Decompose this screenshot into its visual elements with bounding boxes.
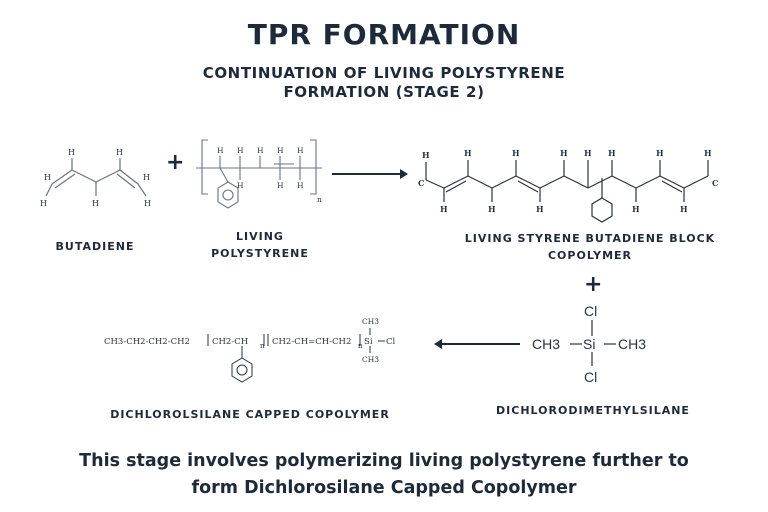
label-dichlorodimethylsilane: DICHLORODIMETHYLSILANE (496, 404, 690, 417)
formula-si: Si (364, 337, 373, 347)
h-atom: H (422, 150, 430, 160)
silane-cl-top: Cl (584, 303, 597, 319)
repeat-subscript: n (317, 195, 322, 204)
h-atom: H (297, 146, 304, 155)
formula-methyl-bottom: CH3 (362, 355, 379, 364)
page-title: TPR FORMATION (247, 18, 521, 51)
subtitle-line-2: FORMATION (STAGE 2) (283, 83, 485, 101)
label-block-copolymer-line-1: LIVING STYRENE BUTADIENE BLOCK (464, 232, 716, 245)
formula-styrene-unit: CH2-CH (212, 337, 248, 347)
label-block-copolymer: LIVING STYRENE BUTADIENE BLOCK COPOLYMER (440, 230, 740, 264)
h-atom: H (237, 181, 244, 190)
h-atom: H (488, 204, 496, 214)
h-atom: H (40, 199, 47, 208)
reaction-arrow-left (434, 339, 520, 349)
h-atom: H (144, 199, 151, 208)
h-atom: H (237, 146, 244, 155)
reaction-arrow-right (332, 169, 408, 179)
plus-sign: + (166, 150, 185, 175)
h-atom: H (143, 173, 150, 182)
block-copolymer-structure: H H H H H H H H H H H H H C C (418, 148, 718, 223)
formula-methyl-top: CH3 (362, 317, 379, 326)
h-atom: H (297, 181, 304, 190)
footer-line-1: This stage involves polymerizing living … (79, 451, 689, 471)
h-atom: H (464, 148, 472, 158)
h-atom: H (217, 146, 224, 155)
h-atom: H (277, 181, 284, 190)
label-living-polystyrene-line-2: POLYSTYRENE (211, 247, 309, 260)
h-atom: H (536, 204, 544, 214)
h-atom: H (44, 173, 51, 182)
label-living-polystyrene: LIVING POLYSTYRENE (190, 228, 330, 262)
butadiene-structure: H H H H H H H (40, 148, 151, 208)
subtitle-line-1: CONTINUATION OF LIVING POLYSTYRENE (202, 64, 566, 82)
h-atom: H (277, 146, 284, 155)
page-subtitle: CONTINUATION OF LIVING POLYSTYRENE FORMA… (0, 64, 768, 102)
formula-chain-start: CH3-CH2-CH2-CH2 (104, 337, 190, 347)
h-atom: H (92, 199, 99, 208)
h-atom: H (257, 146, 264, 155)
h-atom: H (584, 148, 592, 158)
formula-butadiene-unit: CH2-CH=CH-CH2 (272, 337, 351, 347)
h-atom: H (704, 148, 712, 158)
h-atom: H (560, 148, 568, 158)
h-atom: H (608, 148, 616, 158)
h-atom: H (632, 204, 640, 214)
living-polystyrene-structure: H H H H H H H H n (196, 139, 322, 209)
h-atom: H (68, 148, 75, 157)
silane-left-methyl: CH3 (532, 336, 560, 352)
formula-cl: Cl (386, 337, 396, 347)
c-atom: C (418, 178, 424, 188)
plus-sign: + (584, 272, 603, 297)
silane-si: Si (583, 336, 595, 352)
dichlorodimethylsilane-structure: Cl Cl CH3 Si CH3 (532, 303, 646, 384)
h-atom: H (656, 148, 664, 158)
capped-copolymer-structure: CH3-CH2-CH2-CH2 CH2-CH n CH2-CH=CH-CH2 n… (104, 317, 396, 383)
silane-cl-bottom: Cl (584, 369, 597, 384)
footer-line-2: form Dichlorosilane Capped Copolymer (191, 478, 577, 498)
h-atom: H (680, 204, 688, 214)
label-living-polystyrene-line-1: LIVING (236, 230, 284, 243)
h-atom: H (512, 148, 520, 158)
footer-caption: This stage involves polymerizing living … (0, 448, 768, 502)
label-block-copolymer-line-2: COPOLYMER (547, 249, 633, 262)
h-atom: H (440, 204, 448, 214)
silane-right-methyl: CH3 (618, 336, 646, 352)
label-butadiene: BUTADIENE (55, 240, 135, 253)
c-atom: C (712, 178, 718, 188)
label-capped-copolymer: DICHLOROLSILANE CAPPED COPOLYMER (110, 408, 390, 421)
h-atom: H (116, 148, 123, 157)
repeat-subscript: n (260, 342, 265, 350)
